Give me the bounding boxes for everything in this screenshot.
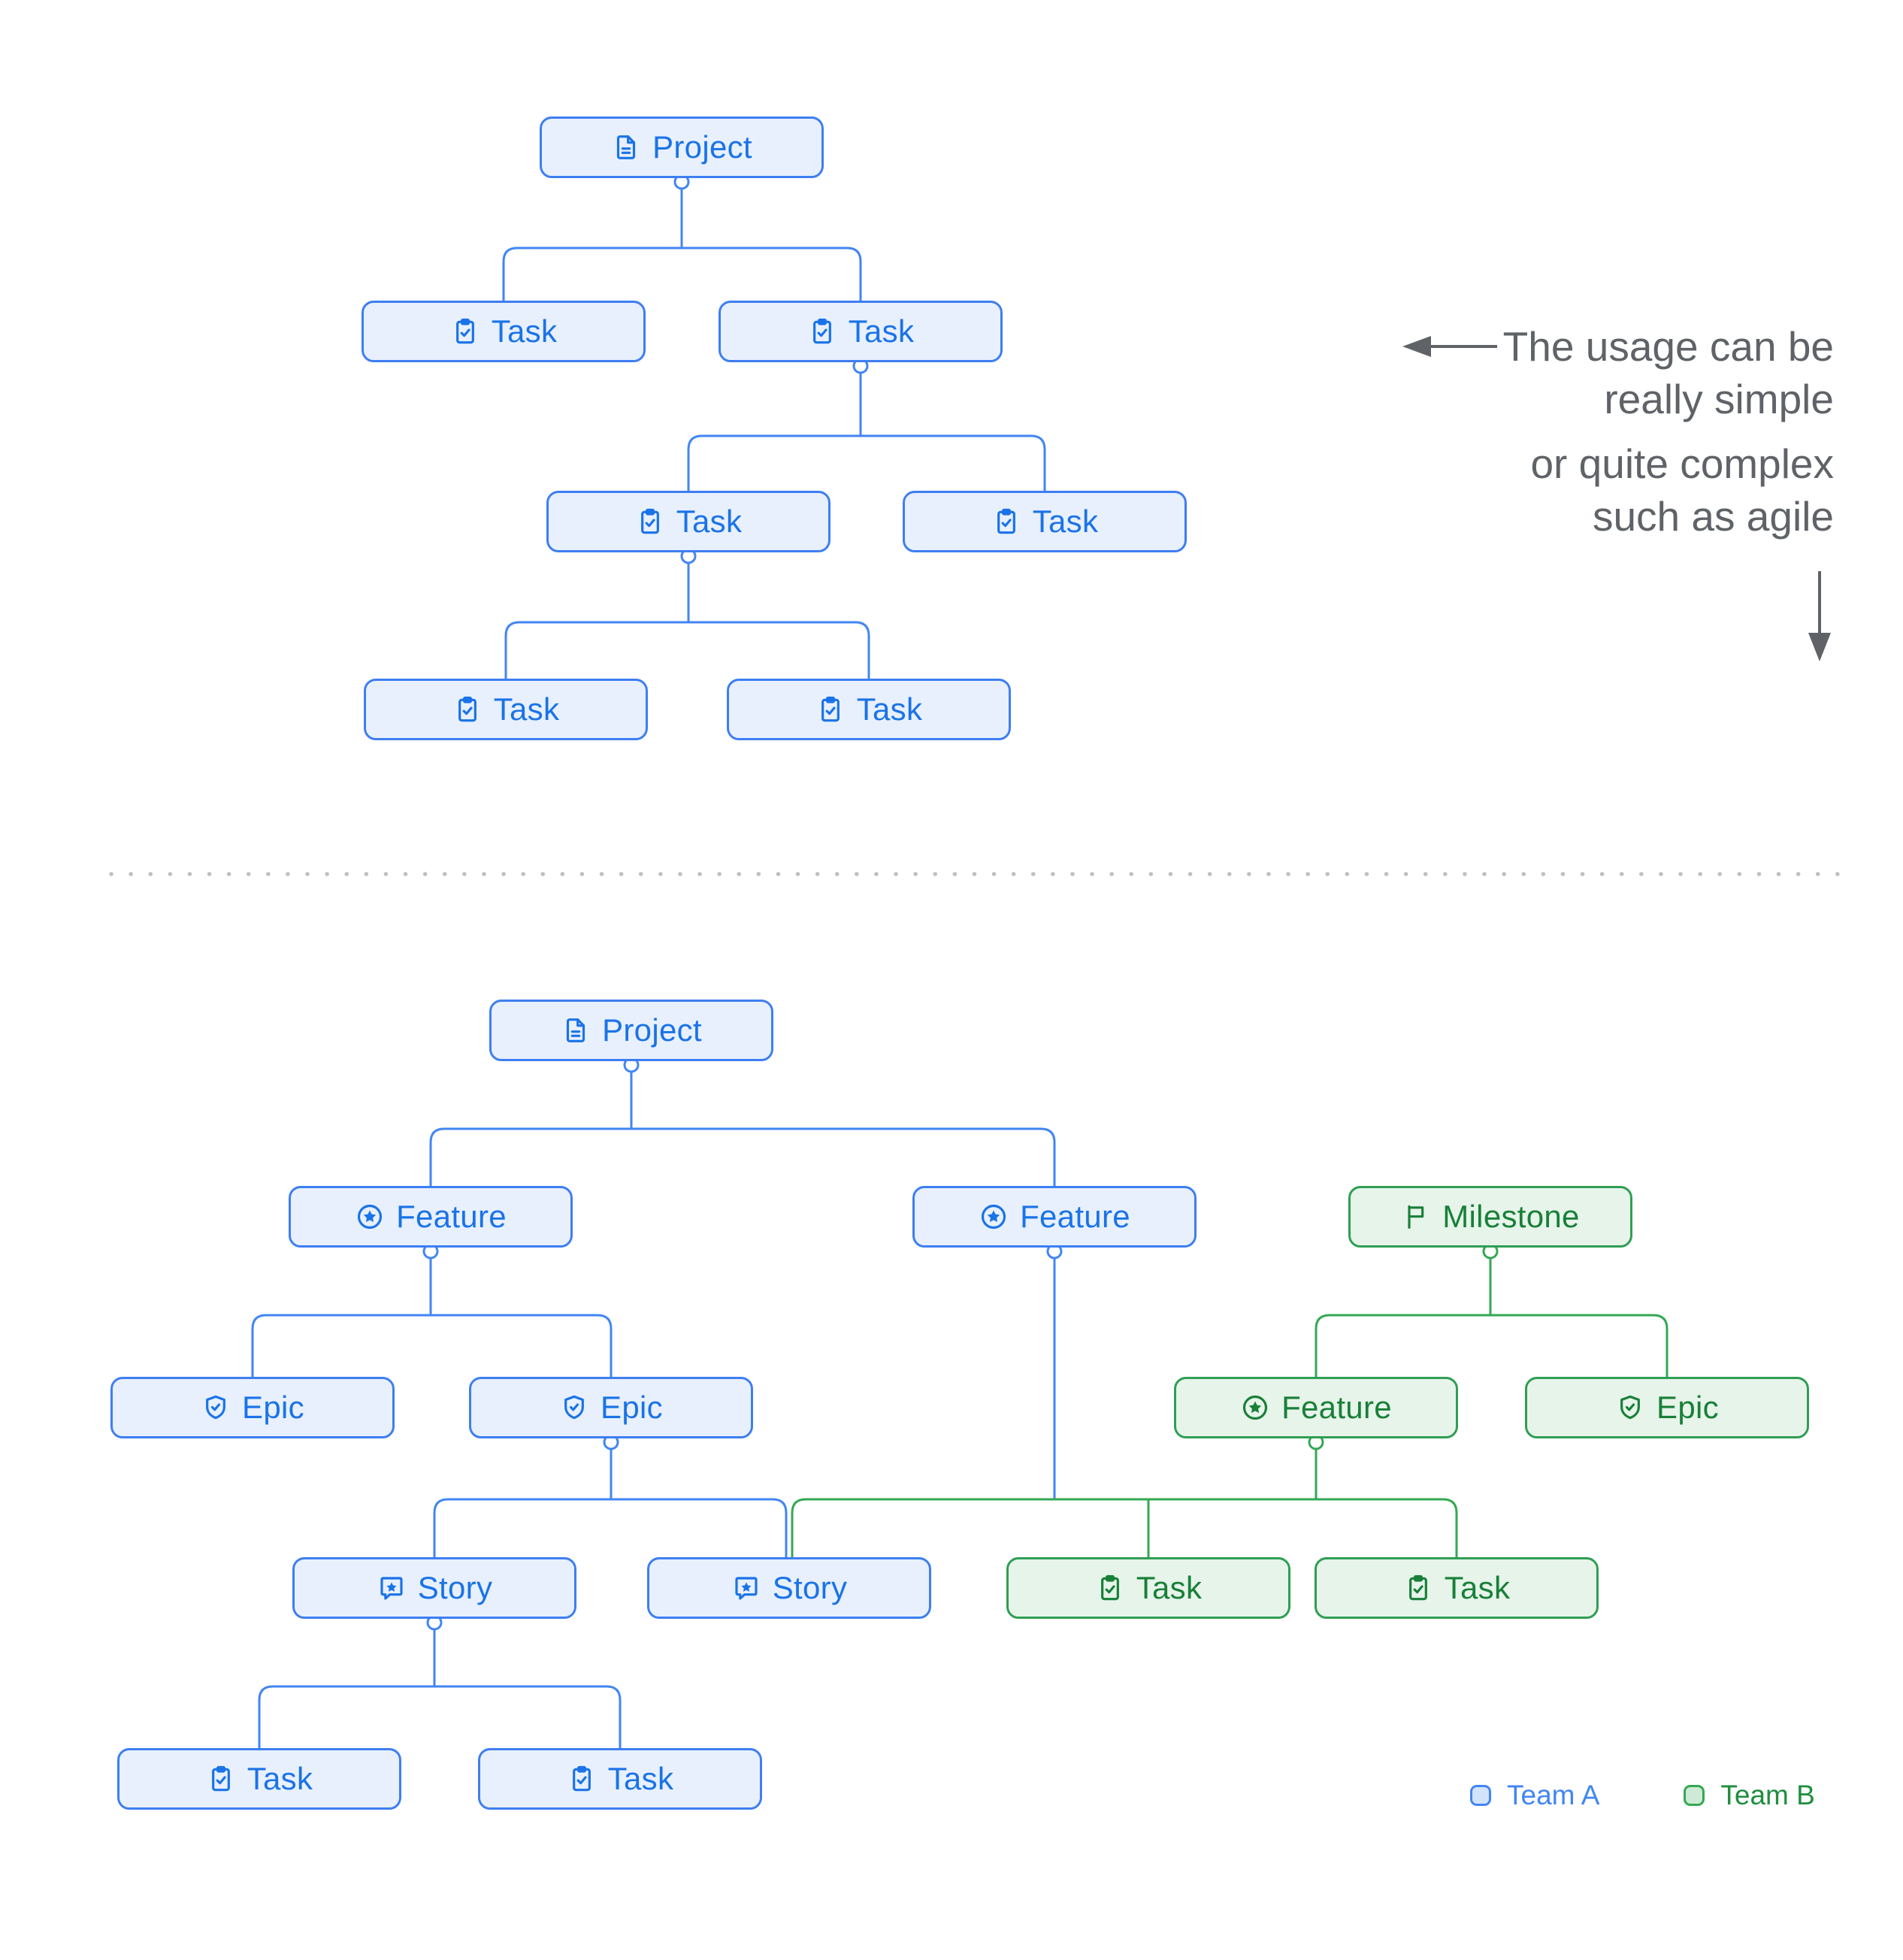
node-c-taskB1: Task	[1006, 1557, 1290, 1619]
node-s-task4: Task	[903, 491, 1187, 552]
flag-icon	[1401, 1202, 1431, 1232]
epic-icon	[201, 1393, 231, 1423]
legend-item-team-a: Team A	[1470, 1780, 1599, 1811]
node-c-feature2: Feature	[912, 1186, 1197, 1248]
task-icon	[635, 507, 665, 537]
connector	[429, 1072, 1056, 1186]
node-label: Task	[856, 691, 923, 727]
feature-icon	[979, 1202, 1009, 1232]
node-s-task6: Task	[727, 679, 1011, 740]
epic-icon	[1615, 1393, 1645, 1423]
connector	[687, 373, 1046, 491]
node-s-task1: Task	[362, 301, 646, 362]
task-icon	[450, 316, 480, 346]
story-icon	[731, 1573, 761, 1603]
node-label: Feature	[1281, 1390, 1392, 1425]
document-icon	[561, 1015, 591, 1045]
annotation-line: such as agile	[1592, 493, 1834, 540]
node-label: Task	[607, 1761, 674, 1796]
node-s-task5: Task	[364, 679, 648, 740]
task-icon	[1095, 1573, 1125, 1603]
annotation-line: or quite complex	[1530, 440, 1834, 487]
node-c-story2: Story	[647, 1557, 931, 1619]
node-label: Epic	[601, 1390, 663, 1425]
task-icon	[815, 694, 846, 724]
node-s-project: Project	[540, 116, 824, 178]
annotation-line: The usage can be	[1502, 323, 1834, 370]
task-icon	[991, 507, 1021, 537]
legend-item-team-b: Team B	[1684, 1780, 1815, 1811]
node-c-task8: Task	[478, 1748, 762, 1810]
node-c-epic2: Epic	[469, 1377, 753, 1438]
node-label: Task	[1032, 504, 1099, 539]
node-c-story1: Story	[292, 1557, 576, 1619]
node-label: Feature	[396, 1199, 507, 1234]
task-icon	[452, 694, 483, 724]
node-label: Task	[491, 313, 558, 349]
annotation-line: really simple	[1604, 376, 1834, 422]
document-icon	[611, 132, 641, 162]
connector	[504, 563, 870, 679]
task-icon	[206, 1764, 236, 1794]
connector	[1315, 1258, 1669, 1377]
feature-icon	[1240, 1393, 1270, 1423]
story-icon	[377, 1573, 407, 1603]
annotation-text: The usage can be really simple or quite …	[1203, 320, 1834, 543]
node-label: Feature	[1020, 1199, 1130, 1234]
node-c-epicB: Epic	[1525, 1377, 1809, 1438]
node-c-epic1: Epic	[110, 1377, 395, 1438]
task-icon	[807, 316, 837, 346]
node-label: Task	[1444, 1570, 1511, 1605]
node-label: Story	[772, 1570, 848, 1605]
connector	[433, 1449, 788, 1557]
connector	[791, 1498, 1458, 1557]
legend: Team A Team B	[1470, 1780, 1815, 1811]
arrow-left-icon	[1402, 336, 1497, 357]
node-label: Task	[247, 1761, 313, 1796]
node-label: Milestone	[1442, 1199, 1580, 1234]
node-c-project: Project	[489, 1000, 773, 1061]
node-c-task7: Task	[117, 1748, 401, 1810]
node-label: Project	[652, 129, 752, 165]
connector	[258, 1629, 622, 1748]
node-s-task2: Task	[719, 301, 1003, 362]
node-label: Epic	[1656, 1390, 1719, 1425]
node-c-feature1: Feature	[289, 1186, 573, 1248]
connector	[502, 189, 862, 301]
team-a-swatch-icon	[1470, 1785, 1491, 1806]
node-c-taskB2: Task	[1315, 1557, 1599, 1619]
node-s-task3: Task	[546, 491, 830, 552]
node-label: Task	[848, 313, 915, 349]
legend-label: Team A	[1507, 1780, 1600, 1810]
node-label: Task	[493, 691, 560, 727]
node-label: Story	[417, 1570, 493, 1605]
epic-icon	[559, 1393, 589, 1423]
task-icon	[1403, 1573, 1433, 1603]
node-c-featureB: Feature	[1174, 1377, 1458, 1438]
node-label: Epic	[242, 1390, 304, 1425]
node-label: Task	[676, 504, 743, 539]
node-label: Task	[1136, 1570, 1203, 1605]
node-c-milestone: Milestone	[1348, 1186, 1632, 1248]
team-b-swatch-icon	[1684, 1785, 1705, 1806]
node-label: Project	[602, 1012, 702, 1048]
legend-label: Team B	[1720, 1780, 1815, 1810]
arrow-down-icon	[1808, 571, 1831, 661]
connector	[251, 1258, 613, 1377]
feature-icon	[355, 1202, 385, 1232]
task-icon	[567, 1764, 597, 1794]
